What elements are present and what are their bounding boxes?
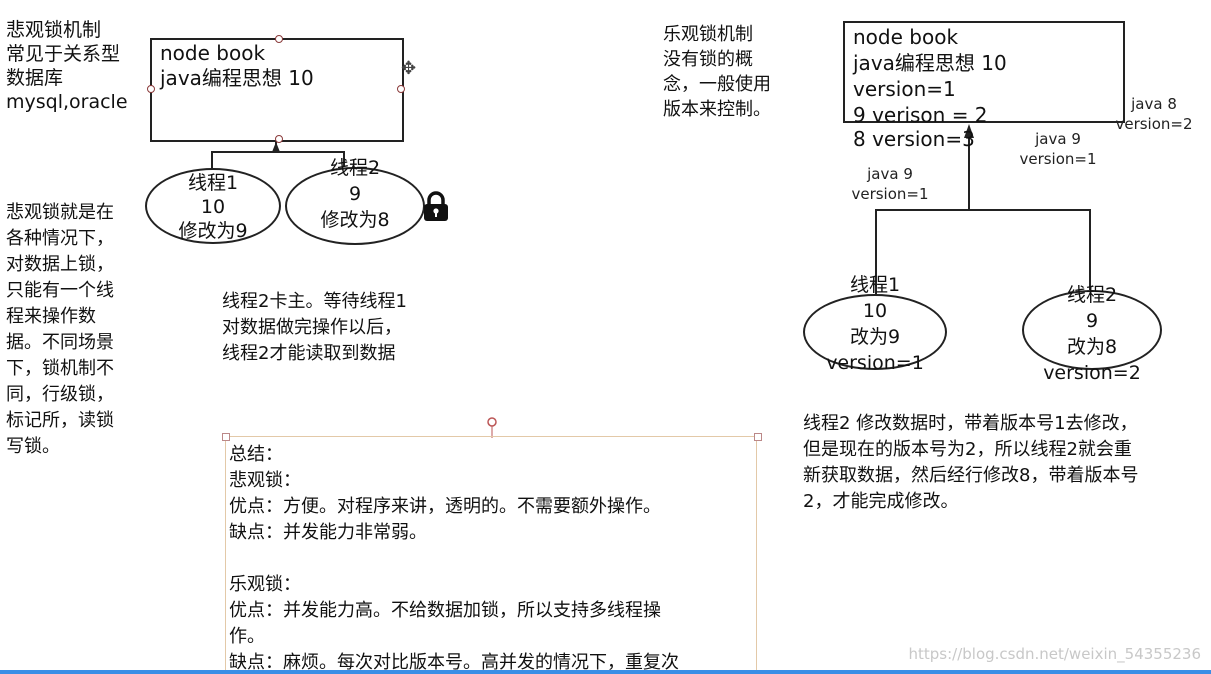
- thread2-value: 9: [348, 183, 362, 205]
- watermark: https://blog.csdn.net/weixin_54355236: [908, 645, 1201, 663]
- box2-line-version: version=1: [853, 77, 956, 101]
- opt-thread2-version: version=2: [1043, 362, 1141, 384]
- move-icon[interactable]: ✥: [401, 58, 417, 79]
- versioned-record-box: node book java编程思想 10 version=1 9 veriso…: [843, 21, 1125, 127]
- opt-thread2-name: 线程2: [1066, 284, 1118, 306]
- opt-thread2-ellipse: 线程2 9 改为8 version=2: [1022, 284, 1162, 384]
- resize-handle-right[interactable]: [397, 85, 405, 93]
- optimistic-title: 乐观锁机制 没有锁的概 念，一般使用 版本来控制。: [663, 24, 771, 120]
- resize-handle-top[interactable]: [275, 35, 283, 43]
- box2-line-value: java编程思想 10: [853, 51, 1007, 75]
- thread1-name: 线程1: [187, 172, 239, 194]
- summary-line: 悲观锁：: [229, 470, 301, 491]
- pessimistic-title: 悲观锁机制 常见于关系型 数据库 mysql,oracle: [6, 19, 128, 113]
- resize-handle-left[interactable]: [147, 85, 155, 93]
- label-java8: java 8 version=2: [1115, 95, 1193, 133]
- thread1-ellipse: 线程1 10 修改为9: [145, 168, 281, 244]
- resize-handle-bottom[interactable]: [275, 135, 283, 143]
- optimistic-note: 线程2 修改数据时，带着版本号1去修改， 但是现在的版本号为2，所以线程2就会重…: [803, 413, 1139, 512]
- summary-handle-topright[interactable]: [754, 433, 762, 441]
- box-line-title: node book: [160, 41, 266, 65]
- pessimistic-note: 线程2卡主。等待线程1 对数据做完操作以后， 线程2才能读取到数据: [222, 291, 407, 364]
- opt-thread1-name: 线程1: [849, 274, 901, 296]
- summary-textbox[interactable]: 总结： 悲观锁： 优点：方便。对程序来讲，透明的。不需要额外操作。 缺点：并发能…: [225, 436, 757, 674]
- thread2-ellipse: 线程2 9 修改为8: [285, 157, 425, 245]
- thread2-action: 修改为8: [320, 209, 390, 231]
- box2-line-update: 9 verison = 2: [853, 103, 988, 127]
- label-java9-left: java 9 version=1: [851, 165, 929, 203]
- opt-thread1-value: 10: [862, 300, 888, 322]
- opt-thread1-version: version=1: [826, 352, 924, 374]
- summary-line: 作。: [229, 626, 265, 647]
- box2-extra-line: 8 version=3: [853, 127, 975, 151]
- lock-icon: [424, 191, 448, 221]
- opt-thread1-ellipse: 线程1 10 改为9 version=1: [803, 274, 947, 374]
- rotate-handle[interactable]: [486, 416, 500, 438]
- summary-handle-topleft[interactable]: [222, 433, 230, 441]
- summary-line: 乐观锁：: [229, 574, 301, 595]
- opt-thread1-action: 改为9: [849, 326, 901, 348]
- summary-line: [229, 546, 756, 572]
- summary-line: 缺点：麻烦。每次对比版本号。高并发的情况下，重复次: [229, 652, 679, 673]
- opt-thread2-action: 改为8: [1066, 336, 1118, 358]
- book-record-box[interactable]: node book java编程思想 10: [147, 35, 405, 143]
- label-java9-top: java 9 version=1: [1019, 130, 1097, 168]
- thread2-name: 线程2: [329, 157, 381, 179]
- opt-thread2-value: 9: [1085, 310, 1099, 332]
- summary-line: 总结：: [229, 444, 283, 465]
- box-line-value: java编程思想 10: [160, 66, 314, 90]
- summary-line: 优点：方便。对程序来讲，透明的。不需要额外操作。: [229, 496, 661, 517]
- thread1-value: 10: [200, 196, 226, 218]
- summary-line: 优点：并发能力高。不给数据加锁，所以支持多线程操: [229, 600, 661, 621]
- box2-line-title: node book: [853, 25, 959, 49]
- thread1-action: 修改为9: [178, 220, 248, 242]
- bottom-accent-bar: [0, 670, 1211, 674]
- summary-line: 缺点：并发能力非常弱。: [229, 522, 427, 543]
- pessimistic-description: 悲观锁就是在 各种情况下， 对数据上锁， 只能有一个线 程来操作数 据。不同场景…: [6, 202, 114, 457]
